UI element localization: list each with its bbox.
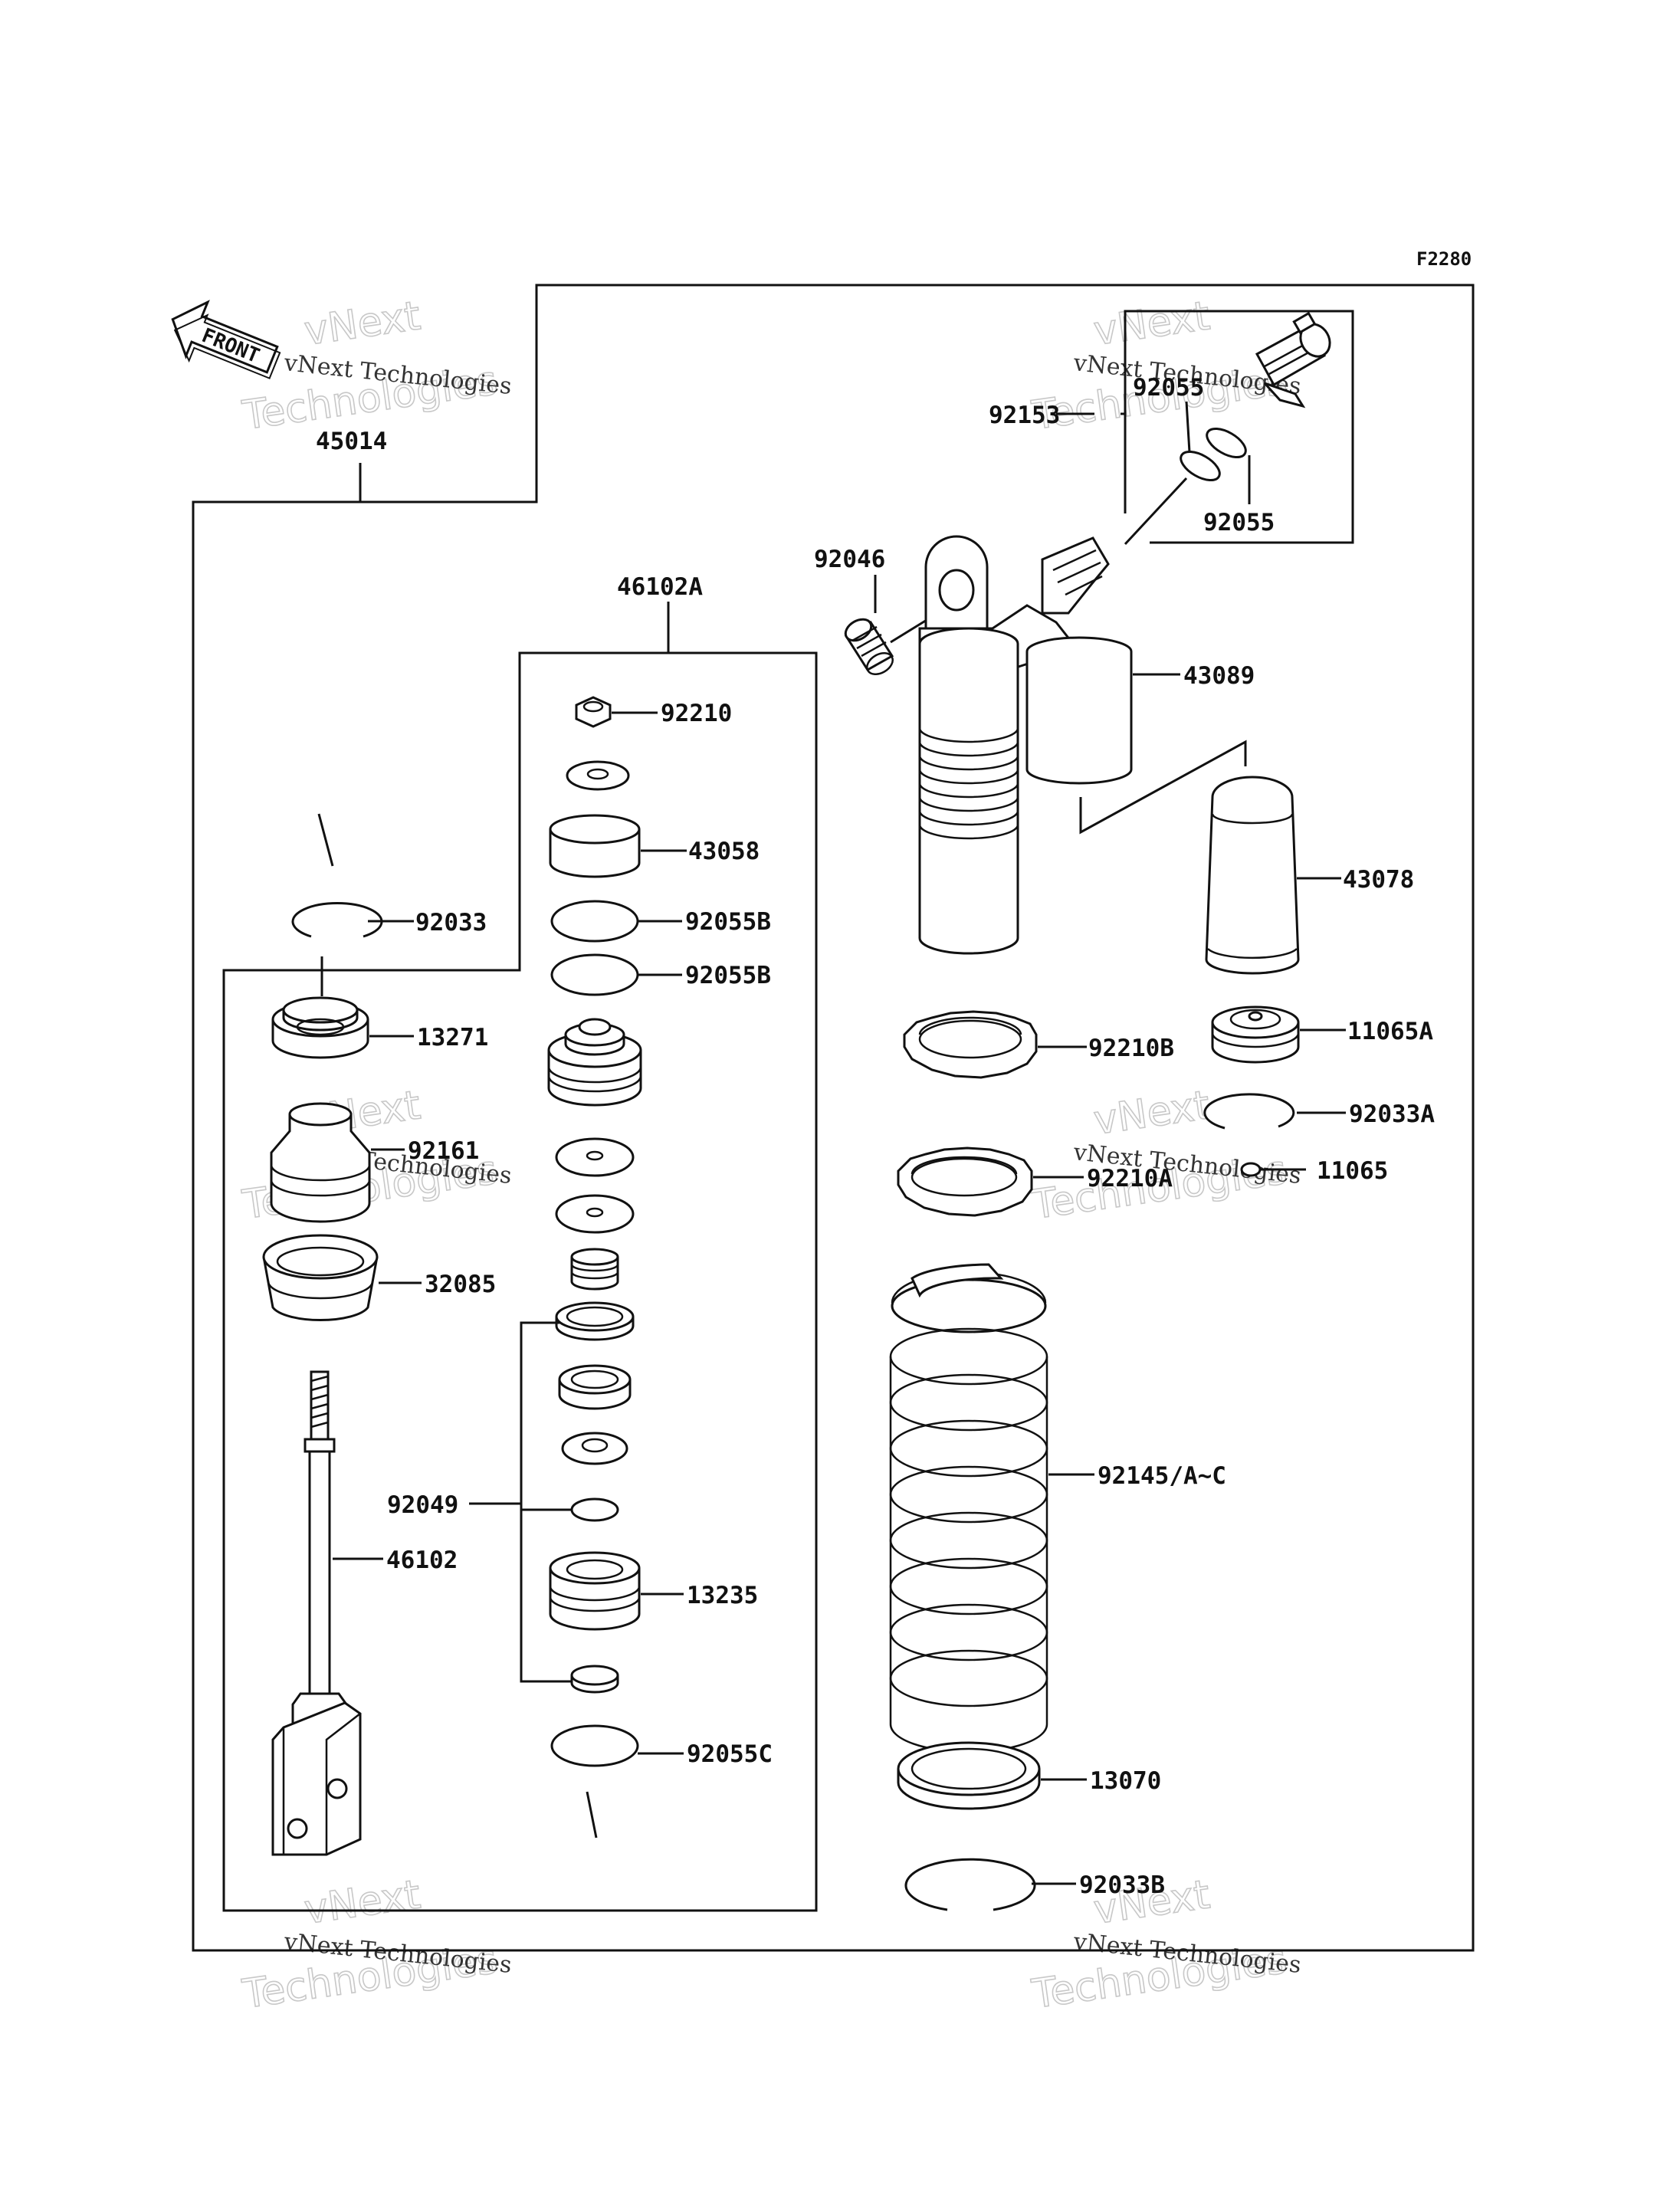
label-13271: 13271 (417, 1024, 488, 1051)
o-ring-92055B (550, 900, 639, 943)
label-43089: 43089 (1183, 662, 1255, 690)
shim (555, 1194, 635, 1234)
reservoir-cap-43078 (1205, 776, 1300, 975)
watermark-text: vNext (301, 293, 423, 355)
label-92049: 92049 (387, 1491, 458, 1519)
bracket-92049 (520, 1321, 572, 1683)
o-ring-92055 (1180, 450, 1221, 482)
piston-13235 (549, 1551, 641, 1631)
label-92055C: 92055C (687, 1740, 773, 1768)
label-46102A: 46102A (617, 573, 703, 601)
o-ring-92055B (550, 953, 639, 996)
valve-body (547, 1018, 642, 1107)
bump-rubber-92161 (270, 1102, 371, 1223)
watermark-text: vNext (301, 1871, 423, 1934)
label-92033B: 92033B (1079, 1871, 1165, 1899)
label-11065A: 11065A (1347, 1018, 1433, 1045)
label-43058: 43058 (688, 838, 760, 865)
label-92210A: 92210A (1087, 1165, 1173, 1192)
washer (561, 1432, 628, 1465)
o-ring-92055C (550, 1724, 639, 1767)
label-43078: 43078 (1343, 866, 1414, 894)
small-stack (570, 1248, 619, 1291)
label-92033A: 92033A (1349, 1100, 1435, 1128)
circlip-92033A (1203, 1093, 1295, 1130)
small-seal (570, 1497, 619, 1522)
label-92055: 92055 (1203, 509, 1275, 536)
label-45014: 45014 (316, 428, 387, 455)
watermark-text: vNext (1091, 1082, 1212, 1144)
label-46102: 46102 (386, 1547, 458, 1574)
label-92210: 92210 (661, 700, 732, 727)
lock-nut-92210B (903, 1010, 1038, 1079)
label-92145: 92145/A~C (1098, 1462, 1226, 1490)
shock-body-43089 (918, 535, 1133, 955)
inner-frame (222, 651, 818, 1912)
outer-frame (192, 284, 1475, 1952)
diagram-code: F2280 (1416, 248, 1472, 270)
seal-11065 (1240, 1162, 1262, 1177)
bushing (558, 1364, 632, 1410)
label-13070: 13070 (1090, 1767, 1161, 1795)
bearing-92046 (844, 618, 894, 675)
inset-frame (1124, 310, 1354, 544)
o-ring-92055 (1206, 427, 1247, 459)
cap-13271 (271, 996, 369, 1059)
label-92161: 92161 (408, 1137, 479, 1165)
label-32085: 32085 (425, 1271, 496, 1298)
leader-43078-group (1079, 740, 1247, 835)
piston-rod-46102 (271, 1370, 362, 1856)
label-92153: 92153 (989, 402, 1060, 429)
label-92033: 92033 (415, 909, 487, 936)
washer (566, 760, 630, 791)
cap-11065A (1211, 1005, 1300, 1064)
spring-cup-32085 (262, 1234, 379, 1322)
shim (555, 1137, 635, 1177)
nut-92210 (575, 696, 612, 728)
label-92210B: 92210B (1088, 1035, 1174, 1062)
label-92046: 92046 (814, 546, 885, 573)
label-13235: 13235 (687, 1582, 758, 1609)
label-92055-top: 92055 (1133, 374, 1204, 402)
spring-92145 (889, 1263, 1048, 1753)
small-seal (570, 1665, 619, 1694)
label-92055B-2: 92055B (685, 962, 771, 989)
lock-nut-92210A (897, 1146, 1033, 1217)
label-11065: 11065 (1317, 1157, 1388, 1185)
seal-ring (555, 1301, 635, 1341)
label-92055B-1: 92055B (685, 908, 771, 936)
seat-13070 (897, 1741, 1041, 1810)
circlip-92033 (291, 902, 383, 938)
front-arrow-icon: FRONT (171, 300, 281, 379)
collar-43058 (549, 814, 641, 878)
watermark-text: vNext (1091, 293, 1212, 355)
circlip-92033B (904, 1858, 1036, 1911)
adjuster-92153 (1255, 311, 1331, 408)
